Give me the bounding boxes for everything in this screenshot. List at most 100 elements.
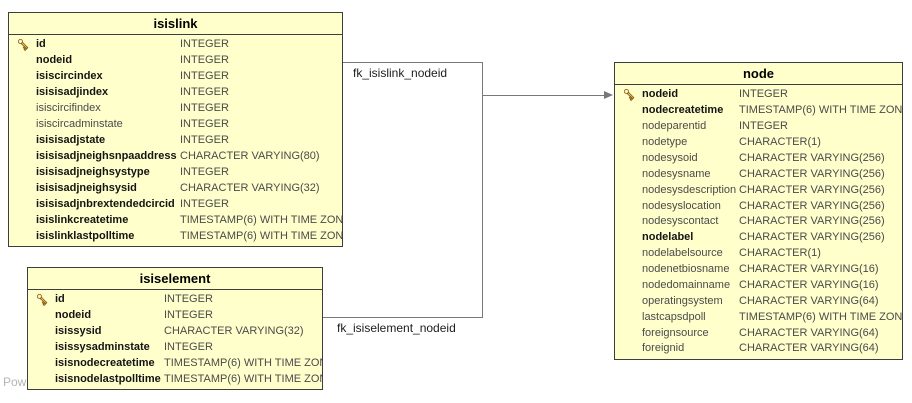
column-type: INTEGER (739, 89, 788, 101)
table-row: nodelabel CHARACTER VARYING(256) (615, 230, 902, 246)
column-name: nodelabelsource (642, 248, 723, 260)
table-row: nodesysname CHARACTER VARYING(256) (615, 166, 902, 182)
table-row: isisisadjneighsysid CHARACTER VARYING(32… (9, 180, 342, 196)
column-type: CHARACTER VARYING(64) (739, 327, 879, 339)
table-row: isisisadjneighsnpaaddress CHARACTER VARY… (9, 148, 342, 164)
table-row: nodesyslocation CHARACTER VARYING(256) (615, 198, 902, 214)
table-row: isislinkcreatetime TIMESTAMP(6) WITH TIM… (9, 212, 342, 228)
primary-key-icon (35, 292, 55, 307)
table-row: nodesysdescription CHARACTER VARYING(256… (615, 182, 902, 198)
table-node-title: node (615, 63, 902, 85)
table-row: id INTEGER (9, 37, 342, 53)
table-row: isisnodecreatetime TIMESTAMP(6) WITH TIM… (28, 355, 322, 371)
column-type: CHARACTER VARYING(256) (739, 200, 885, 212)
column-type: INTEGER (164, 294, 213, 306)
table-row: nodeparentid INTEGER (615, 119, 902, 135)
primary-key-icon (16, 181, 36, 196)
column-name: nodesysoid (642, 152, 698, 164)
column-type: CHARACTER VARYING(80) (180, 150, 320, 162)
column-type: INTEGER (180, 87, 229, 99)
primary-key-icon (622, 199, 642, 214)
column-type: INTEGER (180, 39, 229, 51)
column-name: isiscircadminstate (36, 119, 123, 131)
column-name: nodeparentid (642, 121, 707, 133)
column-name: nodenetbiosname (642, 264, 730, 276)
fk-shared-vertical-segment (482, 62, 483, 318)
table-isislink-title: isislink (9, 13, 342, 35)
primary-key-icon (35, 356, 55, 371)
primary-key-icon (35, 308, 55, 323)
column-type: CHARACTER VARYING(64) (739, 295, 879, 307)
column-name: nodeid (36, 55, 73, 67)
primary-key-icon (622, 262, 642, 277)
column-name: lastcapsdpoll (642, 311, 706, 323)
column-name: id (36, 39, 46, 51)
table-row: isiscircadminstate INTEGER (9, 117, 342, 133)
primary-key-icon (622, 310, 642, 325)
table-isiselement-title: isiselement (28, 268, 322, 290)
primary-key-icon (622, 151, 642, 166)
column-type: INTEGER (180, 166, 229, 178)
primary-key-icon (35, 324, 55, 339)
table-isislink-rows: id INTEGER nodeid INTEGER (9, 35, 342, 246)
primary-key-icon (16, 197, 36, 212)
column-name: nodeid (55, 310, 92, 322)
primary-key-icon (622, 230, 642, 245)
table-row: isisisadjstate INTEGER (9, 133, 342, 149)
fk-isislink-nodeid-label: fk_isislink_nodeid (353, 66, 448, 80)
primary-key-icon (622, 294, 642, 309)
fk-isiselement-nodeid-label: fk_isiselement_nodeid (337, 321, 456, 335)
primary-key-icon (622, 278, 642, 293)
column-type: INTEGER (180, 198, 229, 210)
column-name: isisisadjneighsysid (36, 182, 137, 194)
table-row: id INTEGER (28, 292, 322, 308)
column-type: CHARACTER VARYING(256) (739, 216, 885, 228)
primary-key-icon (16, 149, 36, 164)
primary-key-icon (622, 167, 642, 182)
column-name: nodelabel (642, 232, 694, 244)
column-type: TIMESTAMP(6) WITH TIME ZONE (739, 105, 902, 117)
table-row: nodesysoid CHARACTER VARYING(256) (615, 151, 902, 167)
table-row: nodeid INTEGER (28, 308, 322, 324)
primary-key-icon (622, 214, 642, 229)
column-type: CHARACTER VARYING(32) (180, 182, 320, 194)
table-row: isisisadjneighsystype INTEGER (9, 164, 342, 180)
column-name: isiscircifindex (36, 103, 101, 115)
column-type: CHARACTER VARYING(256) (739, 232, 885, 244)
table-isiselement-rows: id INTEGER nodeid INTEGER (28, 290, 322, 389)
column-name: isissysid (55, 326, 102, 338)
primary-key-icon (16, 229, 36, 244)
column-type: INTEGER (180, 134, 229, 146)
primary-key-icon (622, 341, 642, 356)
table-row: foreignid CHARACTER VARYING(64) (615, 341, 902, 357)
column-type: INTEGER (180, 119, 229, 131)
primary-key-icon (16, 117, 36, 132)
column-type: TIMESTAMP(6) WITH TIME ZONE (739, 311, 902, 323)
column-type: TIMESTAMP(6) WITH TIME ZONE (180, 214, 342, 226)
column-name: nodesyslocation (642, 200, 721, 212)
table-row: operatingsystem CHARACTER VARYING(64) (615, 293, 902, 309)
column-type: INTEGER (180, 55, 229, 67)
column-type: CHARACTER VARYING(256) (739, 152, 885, 164)
column-name: id (55, 294, 65, 306)
table-row: isisisadjindex INTEGER (9, 85, 342, 101)
table-isiselement: isiselement id INTEGER (27, 267, 323, 390)
primary-key-icon (622, 87, 642, 102)
column-name: isislinklastpolltime (36, 230, 135, 242)
primary-key-icon (16, 133, 36, 148)
fk-arrowhead-icon (604, 91, 613, 99)
table-row: isisnodelastpolltime TIMESTAMP(6) WITH T… (28, 371, 322, 387)
table-row: isissysadminstate INTEGER (28, 339, 322, 355)
table-row: lastcapsdpoll TIMESTAMP(6) WITH TIME ZON… (615, 309, 902, 325)
column-name: isisnodelastpolltime (55, 373, 161, 385)
table-row: isislinklastpolltime TIMESTAMP(6) WITH T… (9, 228, 342, 244)
column-type: CHARACTER VARYING(256) (739, 184, 885, 196)
column-type: INTEGER (739, 121, 788, 133)
table-row: nodenetbiosname CHARACTER VARYING(16) (615, 262, 902, 278)
primary-key-icon (622, 326, 642, 341)
table-row: isisisadjnbrextendedcircid INTEGER (9, 196, 342, 212)
column-type: TIMESTAMP(6) WITH TIME ZONE (180, 230, 342, 242)
column-type: INTEGER (180, 71, 229, 83)
column-name: isisisadjstate (36, 134, 106, 146)
